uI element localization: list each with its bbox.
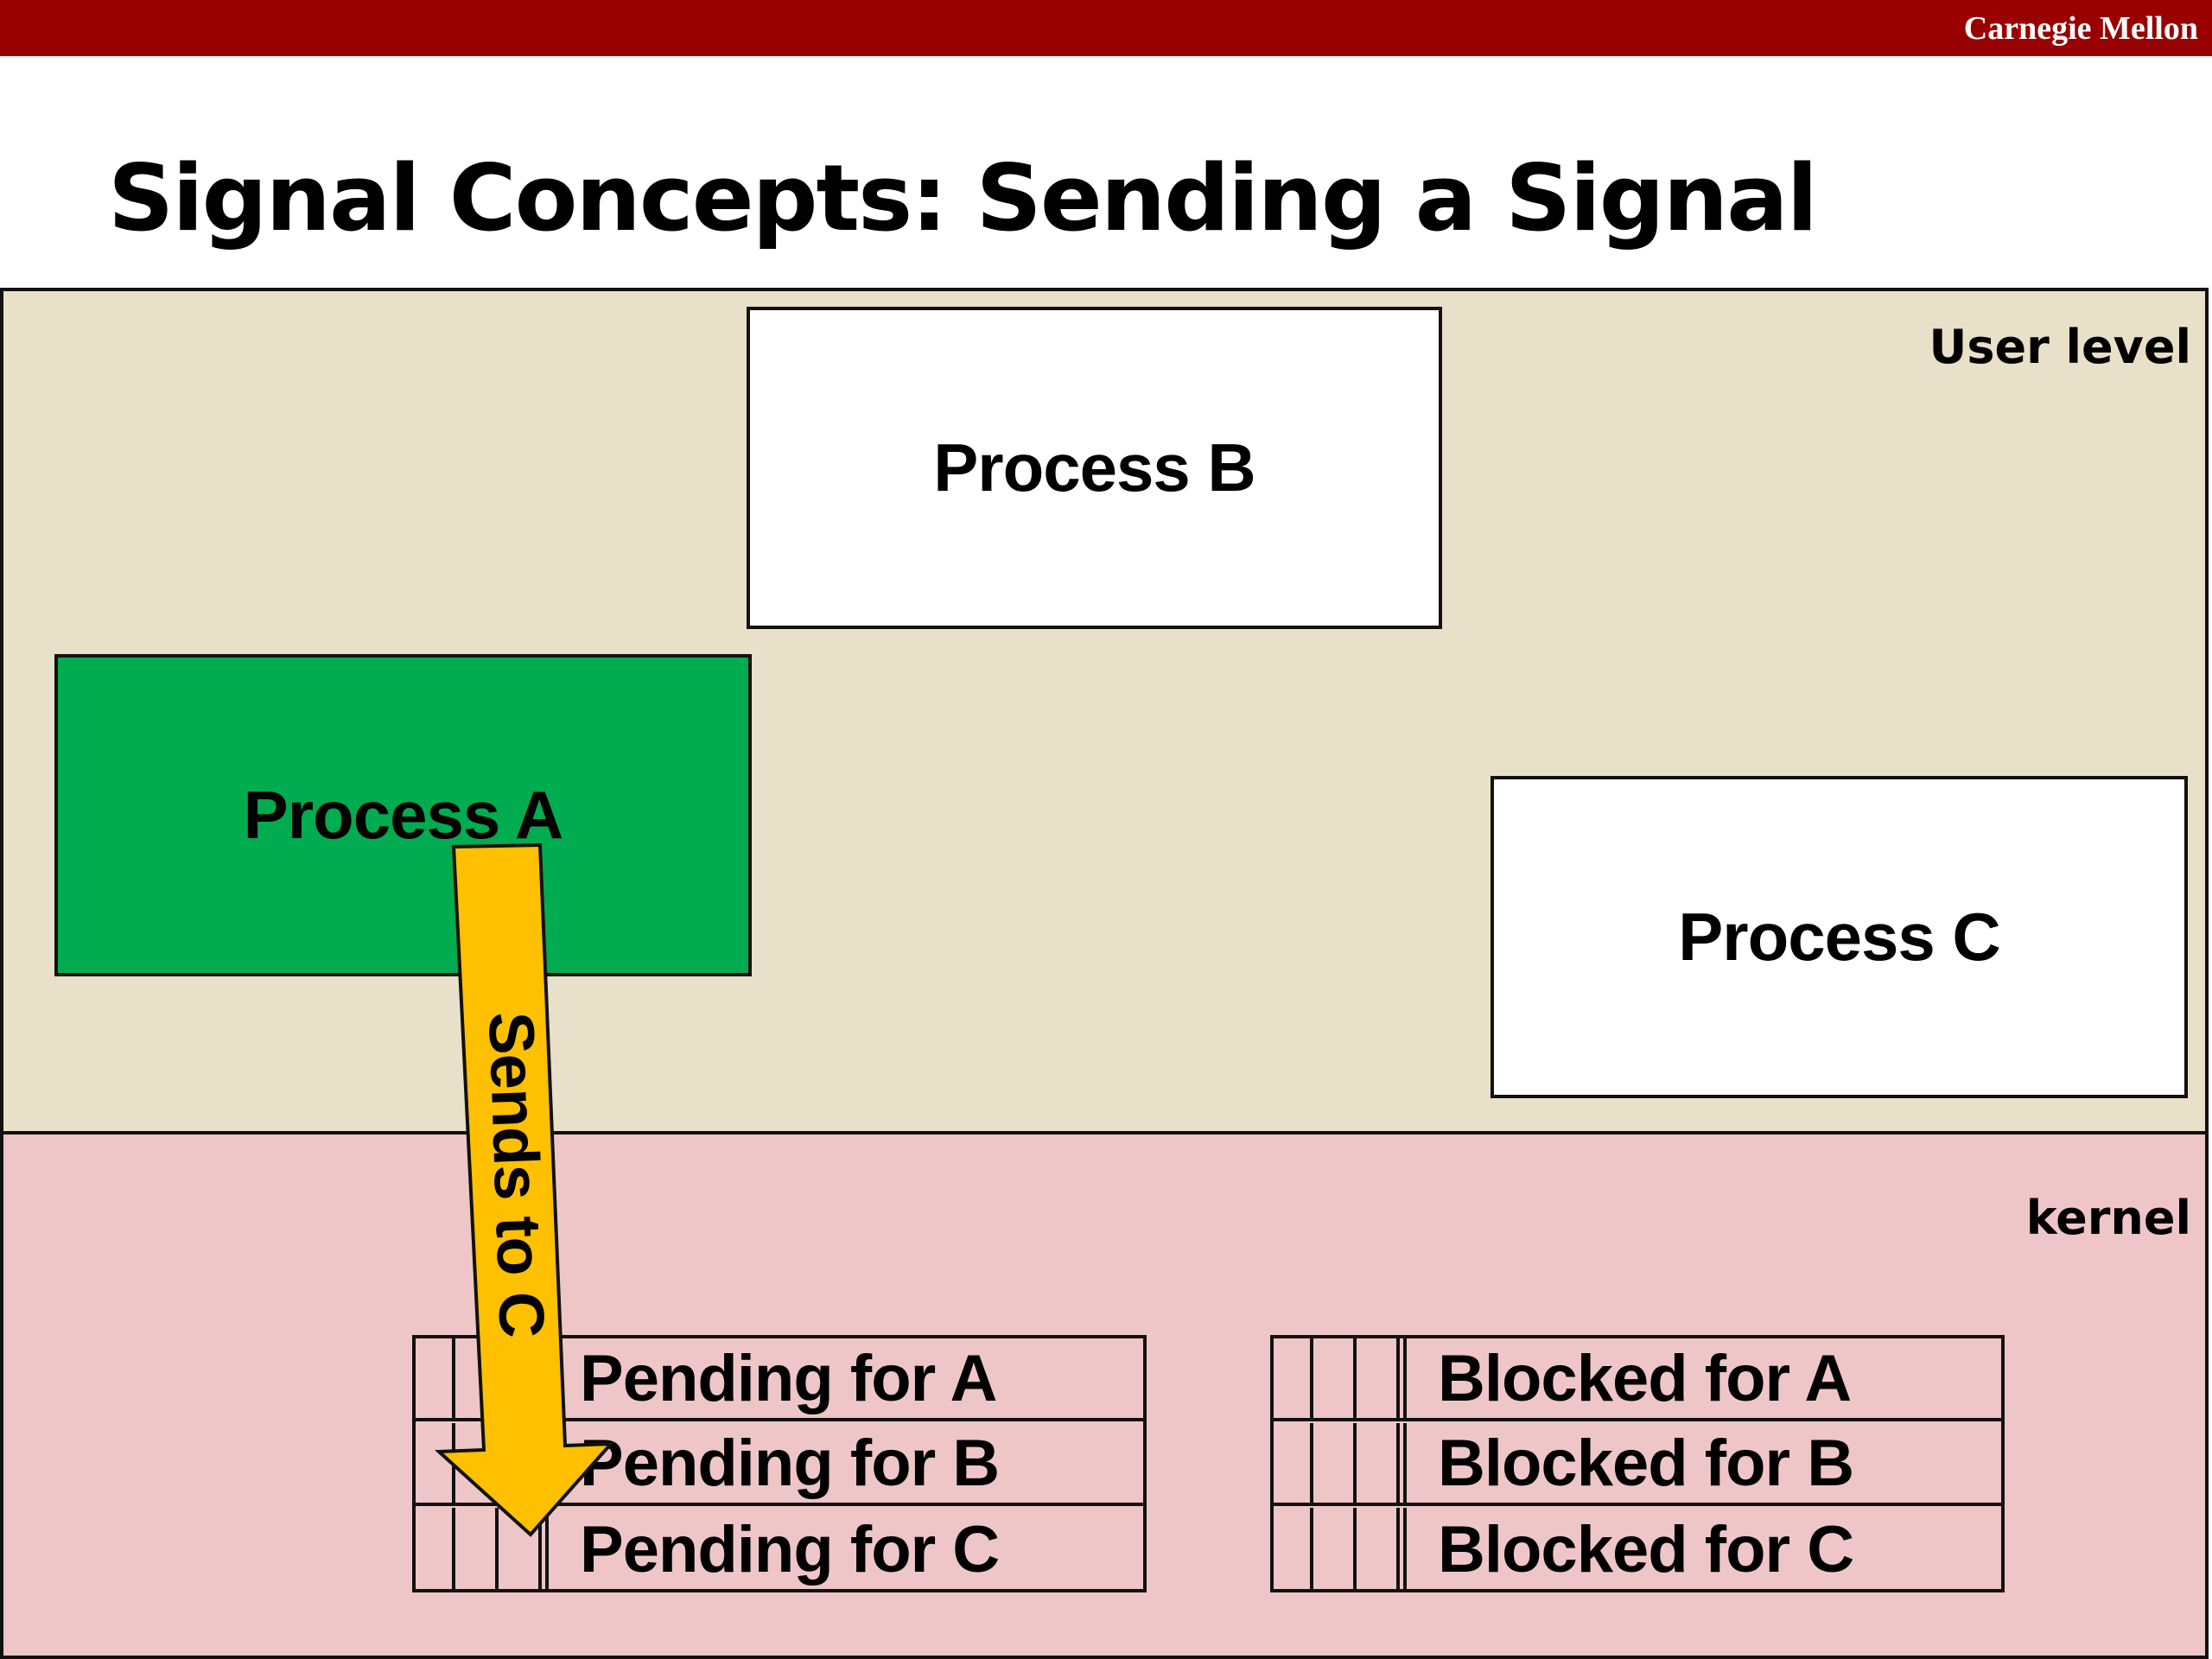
pending-label-a: Pending for A [580, 1341, 997, 1415]
process-c-label: Process C [1678, 899, 2001, 975]
blocked-bits-table: Blocked for A Blocked for B Blocked for … [1270, 1335, 2005, 1592]
process-a-box: Process A [54, 654, 752, 976]
blocked-bit-cells [1274, 1423, 1407, 1503]
user-level-label: User level [1929, 320, 2191, 374]
blocked-label-b: Blocked for B [1438, 1426, 1854, 1500]
arrow-shape [435, 842, 615, 1537]
blocked-label-a: Blocked for A [1438, 1341, 1852, 1415]
blocked-label-c: Blocked for C [1438, 1512, 1854, 1586]
pending-row-b: Pending for B [416, 1423, 1143, 1506]
header-bar: Carnegie Mellon [0, 0, 2212, 56]
pending-row-c: Pending for C [416, 1508, 1143, 1591]
blocked-row-a: Blocked for A [1274, 1338, 2001, 1421]
process-b-box: Process B [747, 307, 1442, 629]
process-a-label: Process A [243, 777, 564, 853]
blocked-row-c: Blocked for C [1274, 1508, 2001, 1591]
pending-row-a: Pending for A [416, 1338, 1143, 1421]
process-c-box: Process C [1491, 776, 2188, 1098]
pending-label-b: Pending for B [580, 1426, 1000, 1500]
pending-bit-cells [416, 1508, 549, 1591]
blocked-row-b: Blocked for B [1274, 1423, 2001, 1506]
kernel-label: kernel [2025, 1191, 2191, 1245]
arrow-label: Sends to C [475, 1011, 558, 1338]
slide-title: Signal Concepts: Sending a Signal [108, 145, 1818, 251]
brand-label: Carnegie Mellon [1963, 10, 2198, 47]
process-b-label: Process B [933, 429, 1256, 505]
blocked-bit-cells [1274, 1508, 1407, 1591]
pending-label-c: Pending for C [580, 1512, 1000, 1586]
blocked-bit-cells [1274, 1338, 1407, 1418]
